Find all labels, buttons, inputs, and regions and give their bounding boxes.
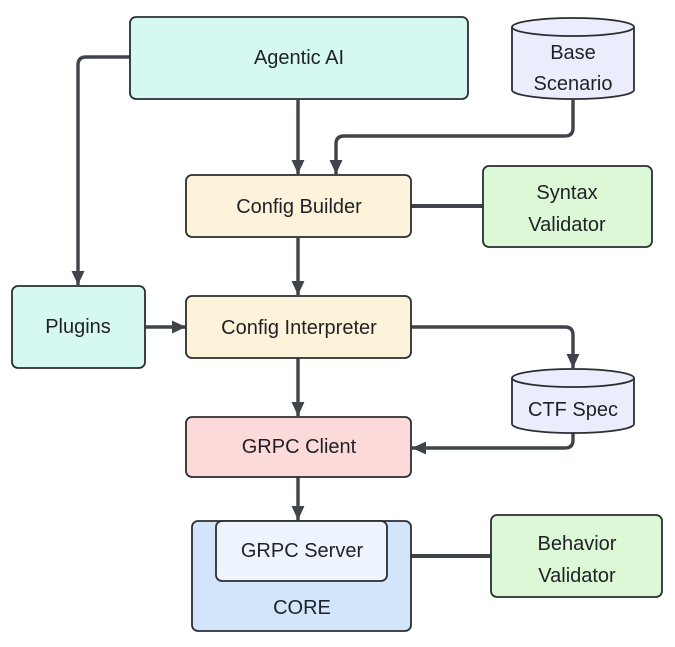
node-base-scenario-line1: Base (550, 42, 596, 64)
node-config-interpreter: Config Interpreter (185, 295, 412, 359)
node-plugins: Plugins (11, 285, 146, 369)
node-behavior-validator-line2: Validator (538, 565, 616, 587)
node-base-scenario: Base Scenario (511, 17, 635, 100)
node-grpc-client-label: GRPC Client (242, 436, 357, 458)
node-grpc-client: GRPC Client (185, 416, 412, 478)
node-behavior-validator-line1: Behavior (538, 533, 617, 555)
edge-config-interpreter-to-ctf-spec (411, 325, 580, 368)
node-behavior-validator: Behavior Validator (490, 514, 663, 598)
node-plugins-label: Plugins (45, 316, 111, 338)
node-grpc-server: GRPC Server (215, 520, 388, 582)
node-config-interpreter-label: Config Interpreter (221, 317, 377, 339)
node-ctf-spec-label: CTF Spec (528, 399, 618, 421)
node-syntax-validator: Syntax Validator (482, 165, 653, 248)
node-core-label: CORE (273, 597, 331, 619)
node-config-builder: Config Builder (185, 174, 412, 238)
edge-agentic-ai-to-plugins (71, 55, 130, 285)
node-ctf-spec: CTF Spec (511, 368, 635, 434)
node-grpc-server-label: GRPC Server (241, 540, 364, 562)
node-base-scenario-line2: Scenario (534, 73, 613, 95)
node-syntax-validator-line2: Validator (528, 214, 606, 236)
node-syntax-validator-line1: Syntax (536, 182, 597, 204)
node-config-builder-label: Config Builder (236, 196, 362, 218)
node-agentic-ai: Agentic AI (129, 16, 469, 100)
edge-ctf-spec-to-grpc-client (412, 432, 575, 455)
edge-base-scenario-to-config-builder (329, 100, 575, 174)
node-agentic-ai-label: Agentic AI (254, 47, 344, 69)
